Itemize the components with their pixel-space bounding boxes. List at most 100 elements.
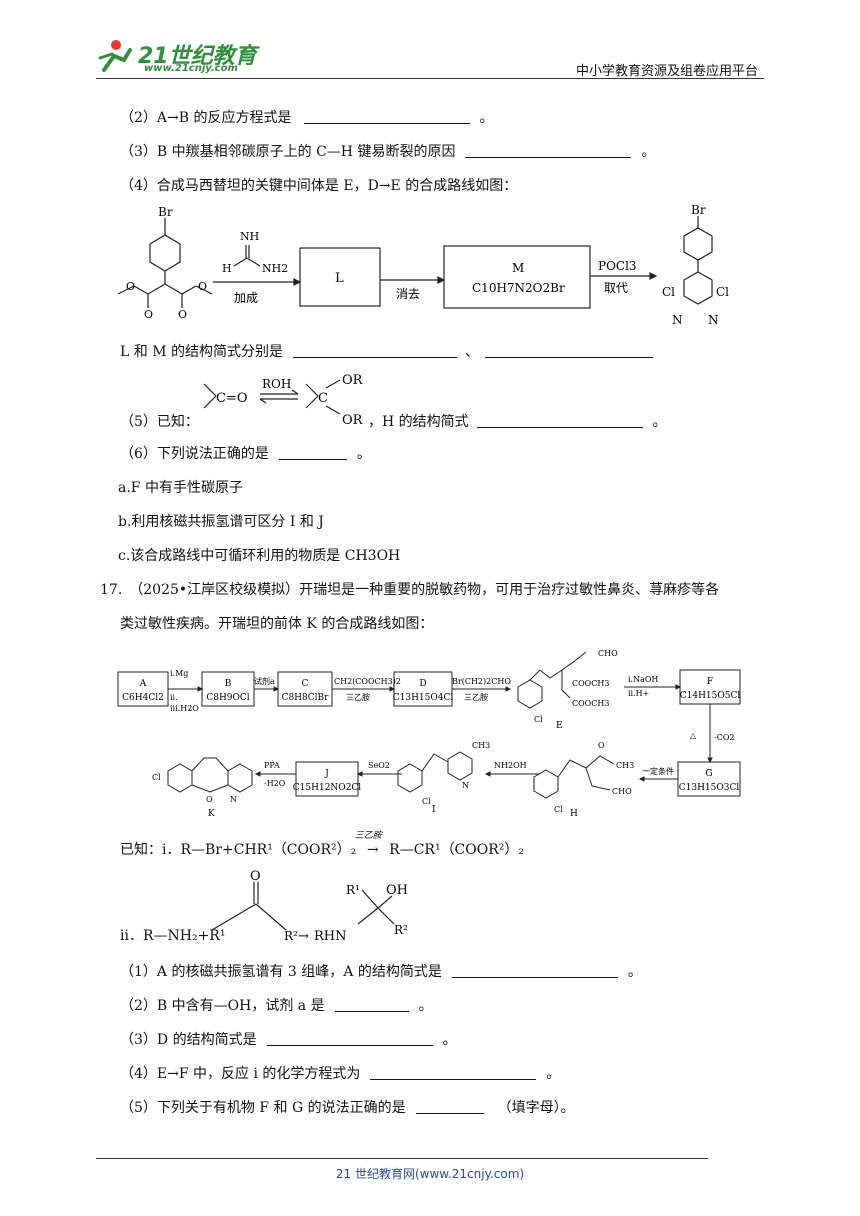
q17-synthesis-scheme: A C6H4Cl2 B C8H9OCl C C8H8ClBr D C13H15O… — [117, 649, 741, 819]
reagent-ppa: PPA — [264, 761, 280, 770]
box-f-formula: C14H15O5Cl — [680, 691, 741, 701]
i-ch3: CH3 — [472, 741, 490, 750]
header-divider — [96, 78, 764, 79]
reagent-minus-water: -H2O — [264, 779, 286, 788]
runner-logo-icon — [98, 40, 132, 72]
answer-blank[interactable] — [415, 1099, 484, 1114]
box-d-name: D — [419, 679, 426, 689]
structure-i — [397, 751, 473, 793]
n-label: N — [708, 313, 719, 327]
box-l — [299, 247, 381, 307]
box-a-name: A — [139, 679, 147, 689]
o-label: O — [198, 280, 207, 293]
box-j-name: J — [324, 769, 329, 779]
box-m-formula: C10H7N2O2Br — [472, 281, 565, 295]
nh2-label: NH2 — [262, 262, 288, 275]
amidine-structure — [233, 245, 261, 267]
arrow-addition — [213, 278, 302, 286]
q16-part5: （5）已知： — [120, 414, 199, 430]
q16-part4: （4）合成马西替坦的关键中间体是 E，D→E 的合成路线如图： — [120, 178, 518, 194]
scheme-arrows — [168, 684, 713, 782]
reagent-mg: i.Mg — [170, 669, 188, 678]
i-n: N — [462, 781, 469, 790]
aryl-malonate-structure — [117, 218, 213, 308]
r2-label: R² — [394, 923, 408, 937]
reagent-bromoaldehyde: Br(CH2)2CHO — [452, 677, 511, 686]
roh-label: ROH — [262, 377, 291, 391]
e-cl: Cl — [534, 715, 543, 724]
reagent-decarboxylation: -CO2 — [714, 733, 734, 742]
known-ii-arrow: → — [298, 929, 309, 944]
oh-label: OH — [386, 883, 408, 898]
h-ch3: CH3 — [616, 761, 634, 770]
box-c-name: C — [302, 679, 309, 689]
box-f-name: F — [707, 677, 713, 687]
reagent-naoh: i.NaOH — [628, 675, 658, 684]
box-g-name: G — [705, 769, 712, 779]
cl-label: Cl — [662, 285, 675, 299]
known-i-arrow: → — [366, 842, 379, 858]
answer-blank[interactable] — [370, 1065, 537, 1080]
label-e: E — [556, 721, 563, 731]
footer-site-link[interactable]: 21 世纪教育网(www.21cnjy.com) — [335, 1167, 525, 1181]
answer-blank-l[interactable] — [292, 343, 457, 358]
q16-part2: （2）A→B 的反应方程式是。 — [120, 109, 494, 126]
reagent-triethylamine: 三乙胺 — [346, 692, 370, 702]
reagent-heat: △ — [690, 731, 697, 740]
ketal-equilibrium: C=O ROH C OR OR — [203, 373, 364, 428]
box-a-formula: C6H4Cl2 — [122, 693, 164, 703]
c-label: C — [318, 391, 328, 406]
q17-sub5: （5）下列关于有机物 F 和 G 的说法正确的是（填字母）。 — [120, 1099, 575, 1116]
rhn-label: RHN — [314, 929, 347, 944]
reagent-substitution: 取代 — [604, 281, 628, 295]
q16-option-c: c.该合成路线中可循环利用的物质是 CH3OH — [118, 548, 401, 564]
logo-url-text: www.21cnjy.com — [144, 63, 238, 74]
r2-label: R² — [284, 929, 298, 943]
reagent-acid: ii.H+ — [628, 689, 649, 698]
box-j-formula: C15H12NO2Cl — [293, 783, 362, 793]
answer-blank[interactable] — [476, 413, 643, 428]
dichloropyrimidine-structure — [683, 216, 713, 305]
o-label: O — [178, 308, 187, 321]
n-label: N — [672, 313, 683, 327]
box-d-formula: C13H15O4Cl — [393, 693, 454, 703]
answer-blank[interactable] — [303, 109, 470, 124]
structure-h — [533, 755, 615, 799]
q17-known-ii-prefix: ⅱ．R—NH₂+R¹ — [120, 928, 226, 944]
q16-option-b: b.利用核磁共振氢谱可区分 I 和 J — [118, 514, 324, 530]
k-n: N — [230, 795, 237, 804]
ketone-o: O — [250, 869, 261, 884]
answer-blank[interactable] — [334, 997, 409, 1012]
cl-label: Cl — [716, 285, 729, 299]
arrow-elimination — [380, 276, 446, 284]
box-j — [295, 761, 359, 797]
reagent-hydroxylamine: NH2OH — [494, 761, 527, 770]
e-ester: COOCH3 — [572, 699, 609, 708]
label-i: I — [432, 805, 436, 815]
site-logo: 21世纪教育 www.21cnjy.com — [96, 36, 266, 76]
q16-lm-line: L 和 M 的结构简式分别是、 — [120, 342, 653, 362]
or-label: OR — [342, 413, 364, 428]
q17-stem-line1: 17. （2025•江岸区校级模拟）开瑞坦是一种重要的脱敏药物，可用于治疗过敏性… — [100, 582, 720, 598]
q17-sub2: （2）B 中含有—OH，试剂 a 是。 — [120, 997, 433, 1014]
or-label: OR — [342, 373, 364, 388]
q17-sub1: （1）A 的核磁共振氢谱有 3 组峰，A 的结构简式是。 — [120, 963, 642, 980]
header-platform-text: 中小学教育资源及组卷应用平台 — [575, 64, 758, 79]
box-c-formula: C8H8ClBr — [282, 693, 330, 703]
label-k: K — [208, 809, 215, 819]
q16-option-a: a.F 中有手性碳原子 — [118, 480, 243, 496]
o-label: O — [144, 308, 153, 321]
answer-blank[interactable] — [465, 143, 632, 158]
q17-sub3: （3）D 的结构简式是。 — [120, 1031, 457, 1048]
reagent-a: 试剂a — [254, 676, 275, 686]
reagent-conditions: 一定条件 — [642, 766, 674, 776]
footer-divider — [96, 1158, 708, 1159]
answer-blank[interactable] — [266, 1031, 433, 1046]
q17-known-i: 已知：ⅰ．R—Br+CHR¹（COOR²）₂ 三乙胺 → R—CR¹（COOR²… — [120, 831, 524, 860]
answer-blank-m[interactable] — [484, 343, 653, 358]
answer-blank[interactable] — [278, 445, 347, 460]
q17-stem-line2: 类过敏性疾病。开瑞坦的前体 K 的合成路线如图： — [120, 616, 434, 632]
reagent-triethylamine: 三乙胺 — [464, 692, 488, 702]
answer-blank[interactable] — [451, 963, 618, 978]
k-cl: Cl — [152, 773, 161, 782]
